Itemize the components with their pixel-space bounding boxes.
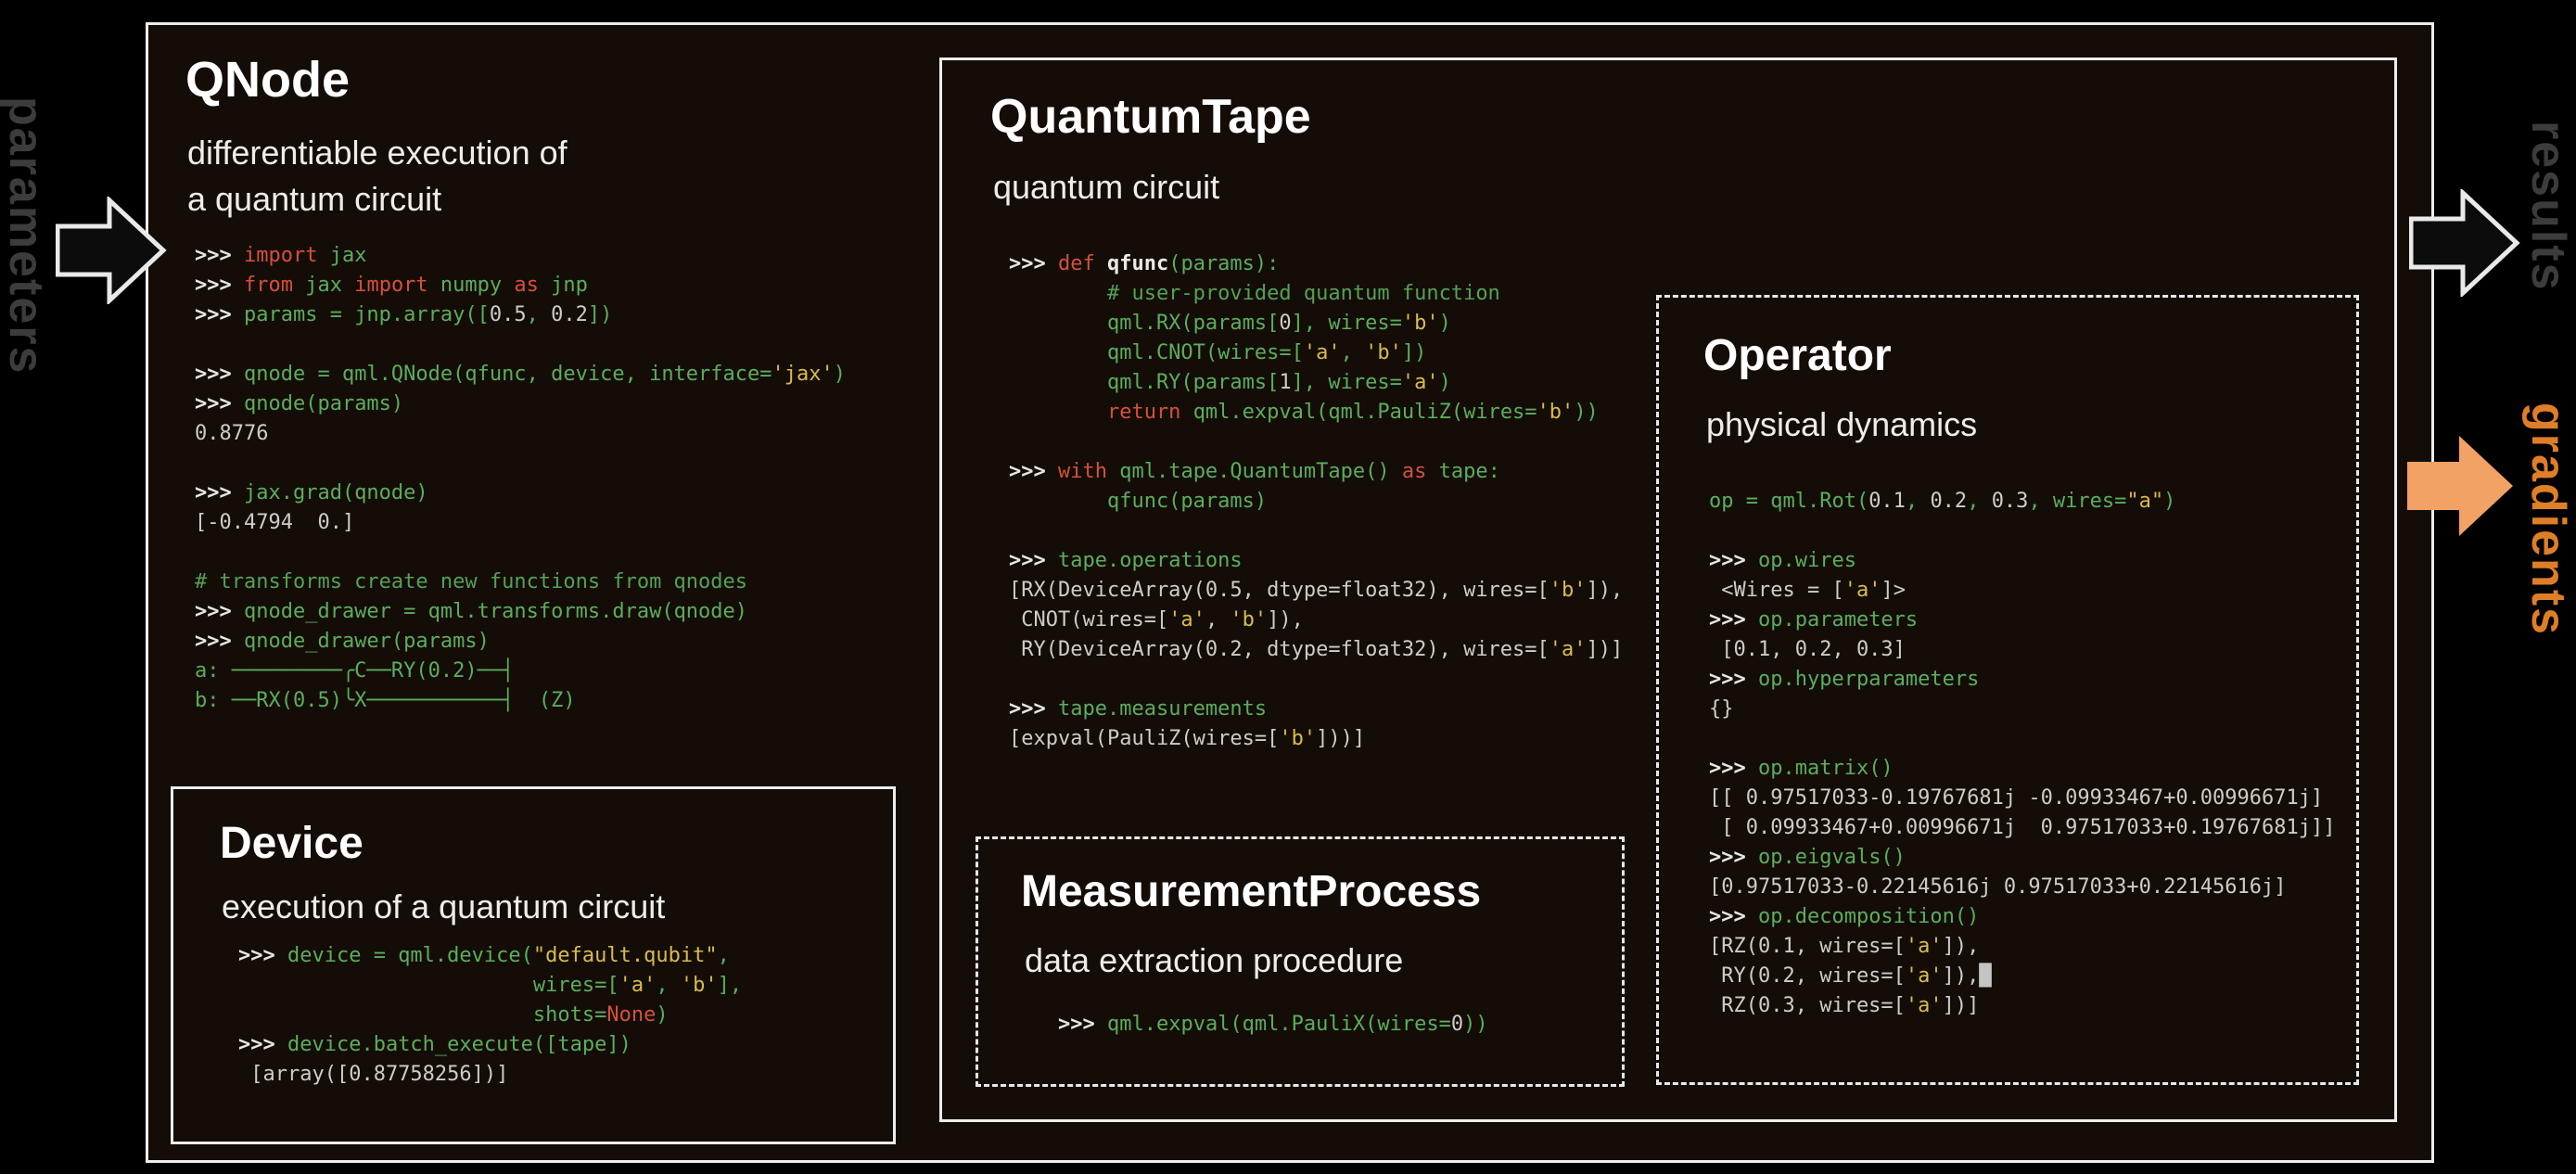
device-subtitle: execution of a quantum circuit [222, 887, 666, 925]
quantumtape-box: QuantumTape quantum circuit >>> def qfun… [939, 57, 2397, 1122]
operator-code-block: op = qml.Rot(0.1, 0.2, 0.3, wires="a")>>… [1709, 490, 2336, 1017]
results-arrow-shape [2409, 189, 2520, 297]
parameters-arrow-icon [56, 197, 167, 304]
operator-box: Operator physical dynamics op = qml.Rot(… [1656, 295, 2359, 1085]
qnode-subtitle-line2: a quantum circuit [187, 180, 442, 218]
results-label: results [2521, 121, 2575, 292]
qnode-subtitle-line1: differentiable execution of [187, 134, 567, 172]
quantumtape-code-block: >>> def qfunc(params): # user-provided q… [1009, 252, 1624, 750]
device-title: Device [220, 819, 363, 868]
parameters-label: parameters [0, 96, 53, 376]
qnode-code-block: >>> import jax>>> from jax import numpy … [195, 244, 847, 712]
results-arrow-icon [2409, 189, 2520, 297]
measurementprocess-box: MeasurementProcess data extraction proce… [976, 836, 1625, 1087]
parameters-arrow-shape [56, 197, 167, 304]
measurementprocess-title: MeasurementProcess [1021, 867, 1482, 916]
gradients-arrow-shape [2407, 436, 2513, 536]
measurementprocess-subtitle: data extraction procedure [1025, 941, 1404, 979]
gradients-label: gradients [2521, 402, 2575, 637]
operator-subtitle: physical dynamics [1706, 405, 1978, 443]
device-code-block: >>> device = qml.device("default.qubit",… [238, 944, 743, 1086]
quantumtape-title: QuantumTape [990, 90, 1311, 144]
gradients-arrow-icon [2407, 436, 2513, 536]
measurementprocess-code-block: >>> qml.expval(qml.PauliX(wires=0)) [1058, 1013, 1488, 1036]
qnode-title: QNode [185, 52, 351, 108]
quantumtape-subtitle: quantum circuit [993, 168, 1220, 206]
device-box: Device execution of a quantum circuit >>… [171, 786, 896, 1144]
operator-title: Operator [1703, 331, 1892, 380]
